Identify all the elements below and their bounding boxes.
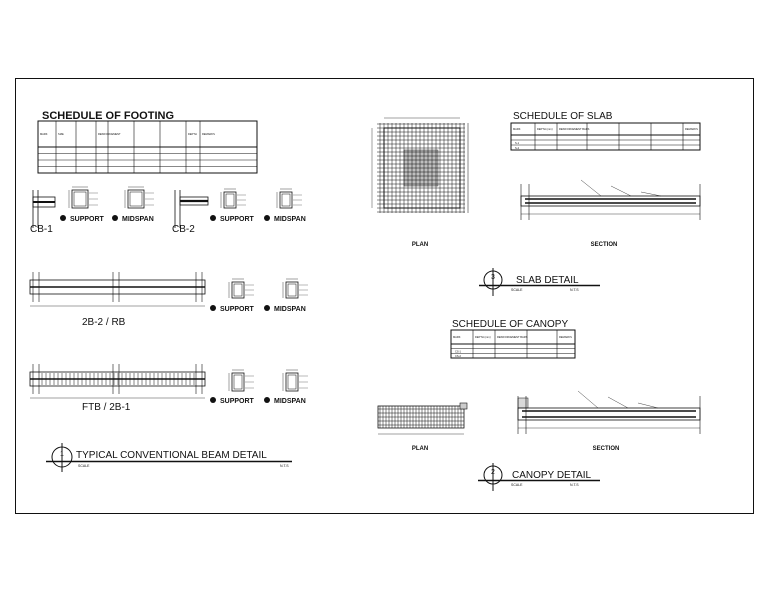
stirrup: [129, 191, 143, 207]
stirrup: [287, 283, 297, 297]
stirrup: [233, 283, 243, 297]
scale-label: SCALE: [511, 288, 523, 292]
table-header: REINFORCEMENT: [98, 132, 121, 136]
support-label: SUPPORT: [220, 398, 255, 405]
leader: [640, 191, 662, 197]
table-header: SIZE: [58, 132, 64, 136]
midspan-label: MIDSPAN: [274, 306, 306, 313]
canopy-section-label: SECTION: [593, 446, 620, 452]
beam-section: [231, 281, 245, 299]
table-header: REINFORCEMENT BARS: [559, 127, 590, 131]
scale-label: SCALE: [511, 483, 523, 487]
beam-section: [223, 191, 237, 209]
stirrup: [225, 193, 235, 207]
slab-profile: [520, 195, 701, 207]
row-label: CS-1: [455, 349, 461, 353]
slab-profile: [517, 407, 701, 421]
stirrup: [287, 374, 297, 390]
table-header: REINFORCEMENT BARS: [497, 335, 528, 339]
table-header: DEPTH: [188, 132, 197, 136]
edge-beam: [459, 402, 468, 410]
beam-detail-title-block: 1 TYPICAL CONVENTIONAL BEAM DETAIL SCALE…: [46, 443, 292, 472]
section-marker: [210, 397, 216, 403]
support-label: SUPPORT: [220, 306, 255, 313]
beam-section: [279, 191, 293, 209]
slab-schedule-title: SCHEDULE OF SLAB: [513, 111, 613, 122]
table-header: REMARKS: [559, 335, 572, 339]
midspan-label: MIDSPAN: [274, 398, 306, 405]
section-marker: [264, 305, 270, 311]
leader: [637, 402, 659, 409]
table-header: MARK: [453, 335, 461, 339]
table-frame: [510, 122, 701, 151]
slab-detail-title-block: 3 SLAB DETAIL SCALE N.T.S: [479, 268, 600, 296]
cb1-label: CB-1: [30, 224, 53, 235]
beam-detail-title: TYPICAL CONVENTIONAL BEAM DETAIL: [76, 450, 267, 461]
table-header: MARK: [40, 132, 48, 136]
stirrup: [281, 193, 291, 207]
beam-section: [71, 189, 89, 209]
section-marker: [60, 215, 66, 221]
stirrup: [73, 191, 87, 207]
scale-label: SCALE: [78, 464, 90, 468]
nts-label: N.T.S: [570, 483, 579, 487]
slab-detail-title: SLAB DETAIL: [516, 275, 579, 286]
slab-plan-label: PLAN: [412, 242, 428, 248]
section-marker: [210, 305, 216, 311]
table-header: REMARKS: [202, 132, 215, 136]
beam-details: [29, 186, 308, 403]
section-marker: [264, 215, 270, 221]
slab-section-label: SECTION: [591, 242, 618, 248]
row-label: S-2: [515, 146, 520, 150]
nts-label: N.T.S: [280, 464, 289, 468]
row-label: S-1: [515, 141, 520, 145]
row-label: CS-2: [455, 354, 461, 358]
stirrup: [233, 374, 243, 390]
beam-section: [231, 372, 245, 392]
sheet-border: [15, 78, 754, 514]
canopy-detail-title-block: 2 CANOPY DETAIL SCALE N.T.S: [478, 463, 600, 491]
leader: [607, 396, 629, 409]
detail-number: 1: [60, 451, 64, 458]
table-header: REMARKS: [685, 127, 698, 131]
section-marker: [112, 215, 118, 221]
support-label: SUPPORT: [220, 216, 255, 223]
table-header: MARK: [513, 127, 521, 131]
footing-schedule-title: SCHEDULE OF FOOTING: [42, 110, 174, 122]
rb-label: 2B-2 / RB: [82, 317, 126, 328]
canopy-schedule-table: MARK DEPTH (mm) REINFORCEMENT BARS REMARKS C…: [450, 329, 576, 359]
cb2-label: CB-2: [172, 224, 195, 235]
nts-label: N.T.S: [570, 288, 579, 292]
slab-schedule-table: MARK DEPTH (mm) REINFORCEMENT BARS REMARKS S…: [510, 122, 701, 151]
footing-schedule-table: MARK SIZE REINFORCEMENT DEPTH REMARKS: [37, 120, 258, 174]
canopy-detail-title: CANOPY DETAIL: [512, 470, 592, 481]
slab-section-drawing: [520, 179, 701, 220]
leader: [580, 179, 602, 197]
ftb-label: FTB / 2B-1: [82, 402, 131, 413]
midspan-label: MIDSPAN: [122, 216, 154, 223]
edge-beam: [517, 397, 529, 409]
table-header: DEPTH (mm): [475, 335, 491, 339]
canopy-plan-drawing: [377, 402, 468, 435]
detail-number: 2: [491, 469, 495, 476]
canopy-schedule-title: SCHEDULE OF CANOPY: [452, 319, 568, 330]
middle-strip: [403, 149, 439, 187]
beam-section: [127, 189, 145, 209]
leader: [577, 390, 599, 409]
leader: [610, 185, 632, 197]
slab-plan-drawing: [371, 117, 469, 213]
beam-section: [285, 372, 299, 392]
table-header: DEPTH (mm): [537, 127, 553, 131]
canopy-section-drawing: [517, 390, 701, 434]
detail-number: 3: [491, 274, 495, 281]
canopy-plan-label: PLAN: [412, 446, 428, 452]
beam-section: [285, 281, 299, 299]
section-marker: [264, 397, 270, 403]
section-marker: [210, 215, 216, 221]
support-label: SUPPORT: [70, 216, 105, 223]
midspan-label: MIDSPAN: [274, 216, 306, 223]
